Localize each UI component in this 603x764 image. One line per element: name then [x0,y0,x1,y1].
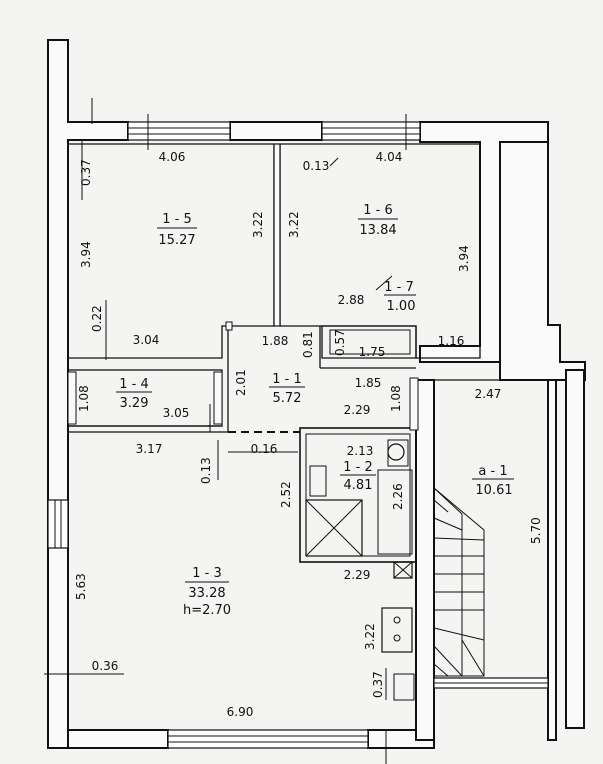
dim-label: 2.13 [347,444,374,458]
dim-label: 3.22 [287,211,301,238]
vent-icon [393,561,413,579]
dim-label: 0.22 [90,305,104,332]
room-label-1-6: 1 - 6 [363,203,393,218]
dim-label: 3.94 [79,241,93,268]
room-label-1-3: 1 - 3 [192,566,222,581]
window-top-right [321,121,421,141]
dim-label: 2.01 [234,369,248,396]
room-label-1-7: 1 - 7 [384,280,414,295]
bathtub-icon [377,469,413,555]
dim-label: 2.52 [279,481,293,508]
dim-label: 1.88 [262,334,289,348]
dim-label: 0.37 [79,159,93,186]
room-height-1-3: h=2.70 [183,603,231,618]
room-area-1-3: 33.28 [188,586,225,601]
room-label-1-4: 1 - 4 [119,377,149,392]
dim-label: 0.57 [333,329,347,356]
dim-label: 1.08 [77,385,91,412]
dim-label: 6.90 [227,705,254,719]
windows [47,121,549,749]
room-area-1-1: 5.72 [273,391,302,406]
room-label-1-2: 1 - 2 [343,460,373,475]
room-area-1-7: 1.00 [387,299,416,314]
dim-label: 3.17 [136,442,163,456]
stove-icon [381,607,413,653]
dim-label: 1.85 [355,376,382,390]
interior-walls [67,143,548,701]
dim-label: 3.94 [457,245,471,272]
window-left [47,499,69,549]
room-label-a-1: a - 1 [478,464,507,479]
dim-label: 1.16 [438,334,465,348]
dim-label: 3.22 [251,211,265,238]
dim-label: 5.70 [529,517,543,544]
dim-label: 0.13 [303,159,330,173]
staircase [433,487,485,677]
dim-label: 2.29 [344,403,371,417]
window-top-left [127,121,231,141]
dimension-labels: 4.06 0.13 4.04 0.37 3.94 3.22 3.22 3.94 … [74,150,543,719]
dim-label: 3.05 [163,406,190,420]
room-area-1-6: 13.84 [359,223,396,238]
dim-label: 2.88 [338,293,365,307]
dim-label: 2.26 [391,483,405,510]
dim-label: 3.22 [363,623,377,650]
dimension-ticks [44,98,407,764]
room-area-a-1: 10.61 [475,483,512,498]
room-label-1-1: 1 - 1 [272,372,302,387]
dim-label: 3.04 [133,333,160,347]
room-area-1-4: 3.29 [120,396,149,411]
room-labels: 1 - 5 15.27 1 - 6 13.84 1 - 7 1.00 1 - 4… [116,203,514,618]
dim-label: 0.36 [92,659,119,673]
dim-label: 1.75 [359,345,386,359]
dim-label: 0.81 [301,331,315,358]
room-area-1-2: 4.81 [344,478,373,493]
exterior-walls [47,39,586,749]
washbasin-icon [309,465,327,497]
dim-label: 4.06 [159,150,186,164]
dim-label: 2.47 [475,387,502,401]
dim-label: 1.08 [389,385,403,412]
dim-label: 0.16 [251,442,278,456]
dim-label: 0.13 [199,457,213,484]
shower-tray [305,499,363,557]
sink-icon [393,673,415,701]
dim-label: 5.63 [74,573,88,600]
dim-label: 4.04 [376,150,403,164]
room-area-1-5: 15.27 [158,233,195,248]
window-bottom [167,729,369,749]
dim-label: 2.29 [344,568,371,582]
dim-label: 0.37 [371,671,385,698]
room-label-1-5: 1 - 5 [162,212,192,227]
